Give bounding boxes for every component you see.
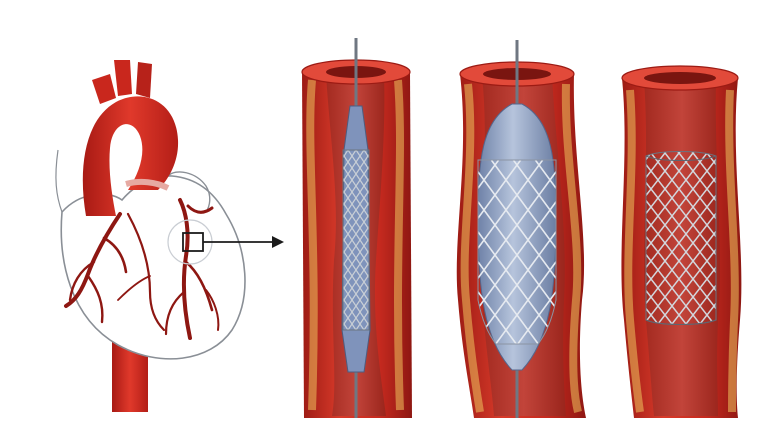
stage-2-artery [456,40,586,418]
heart-illustration [55,60,246,412]
coronary-arteries [64,198,220,340]
crimped-stent [342,149,370,331]
expanding-stent [477,159,557,345]
pulmonary-vessel [125,178,170,191]
deployed-stent [645,151,717,325]
carotid-artery [114,60,132,96]
subclavian-artery [136,62,152,98]
stage-1-artery [301,38,412,418]
pointer-arrow [203,236,284,248]
brachiocephalic-artery [92,74,116,104]
stage-3-artery [621,65,742,418]
heart-left-atrium [167,171,211,213]
pulmonary-outline [55,149,63,213]
